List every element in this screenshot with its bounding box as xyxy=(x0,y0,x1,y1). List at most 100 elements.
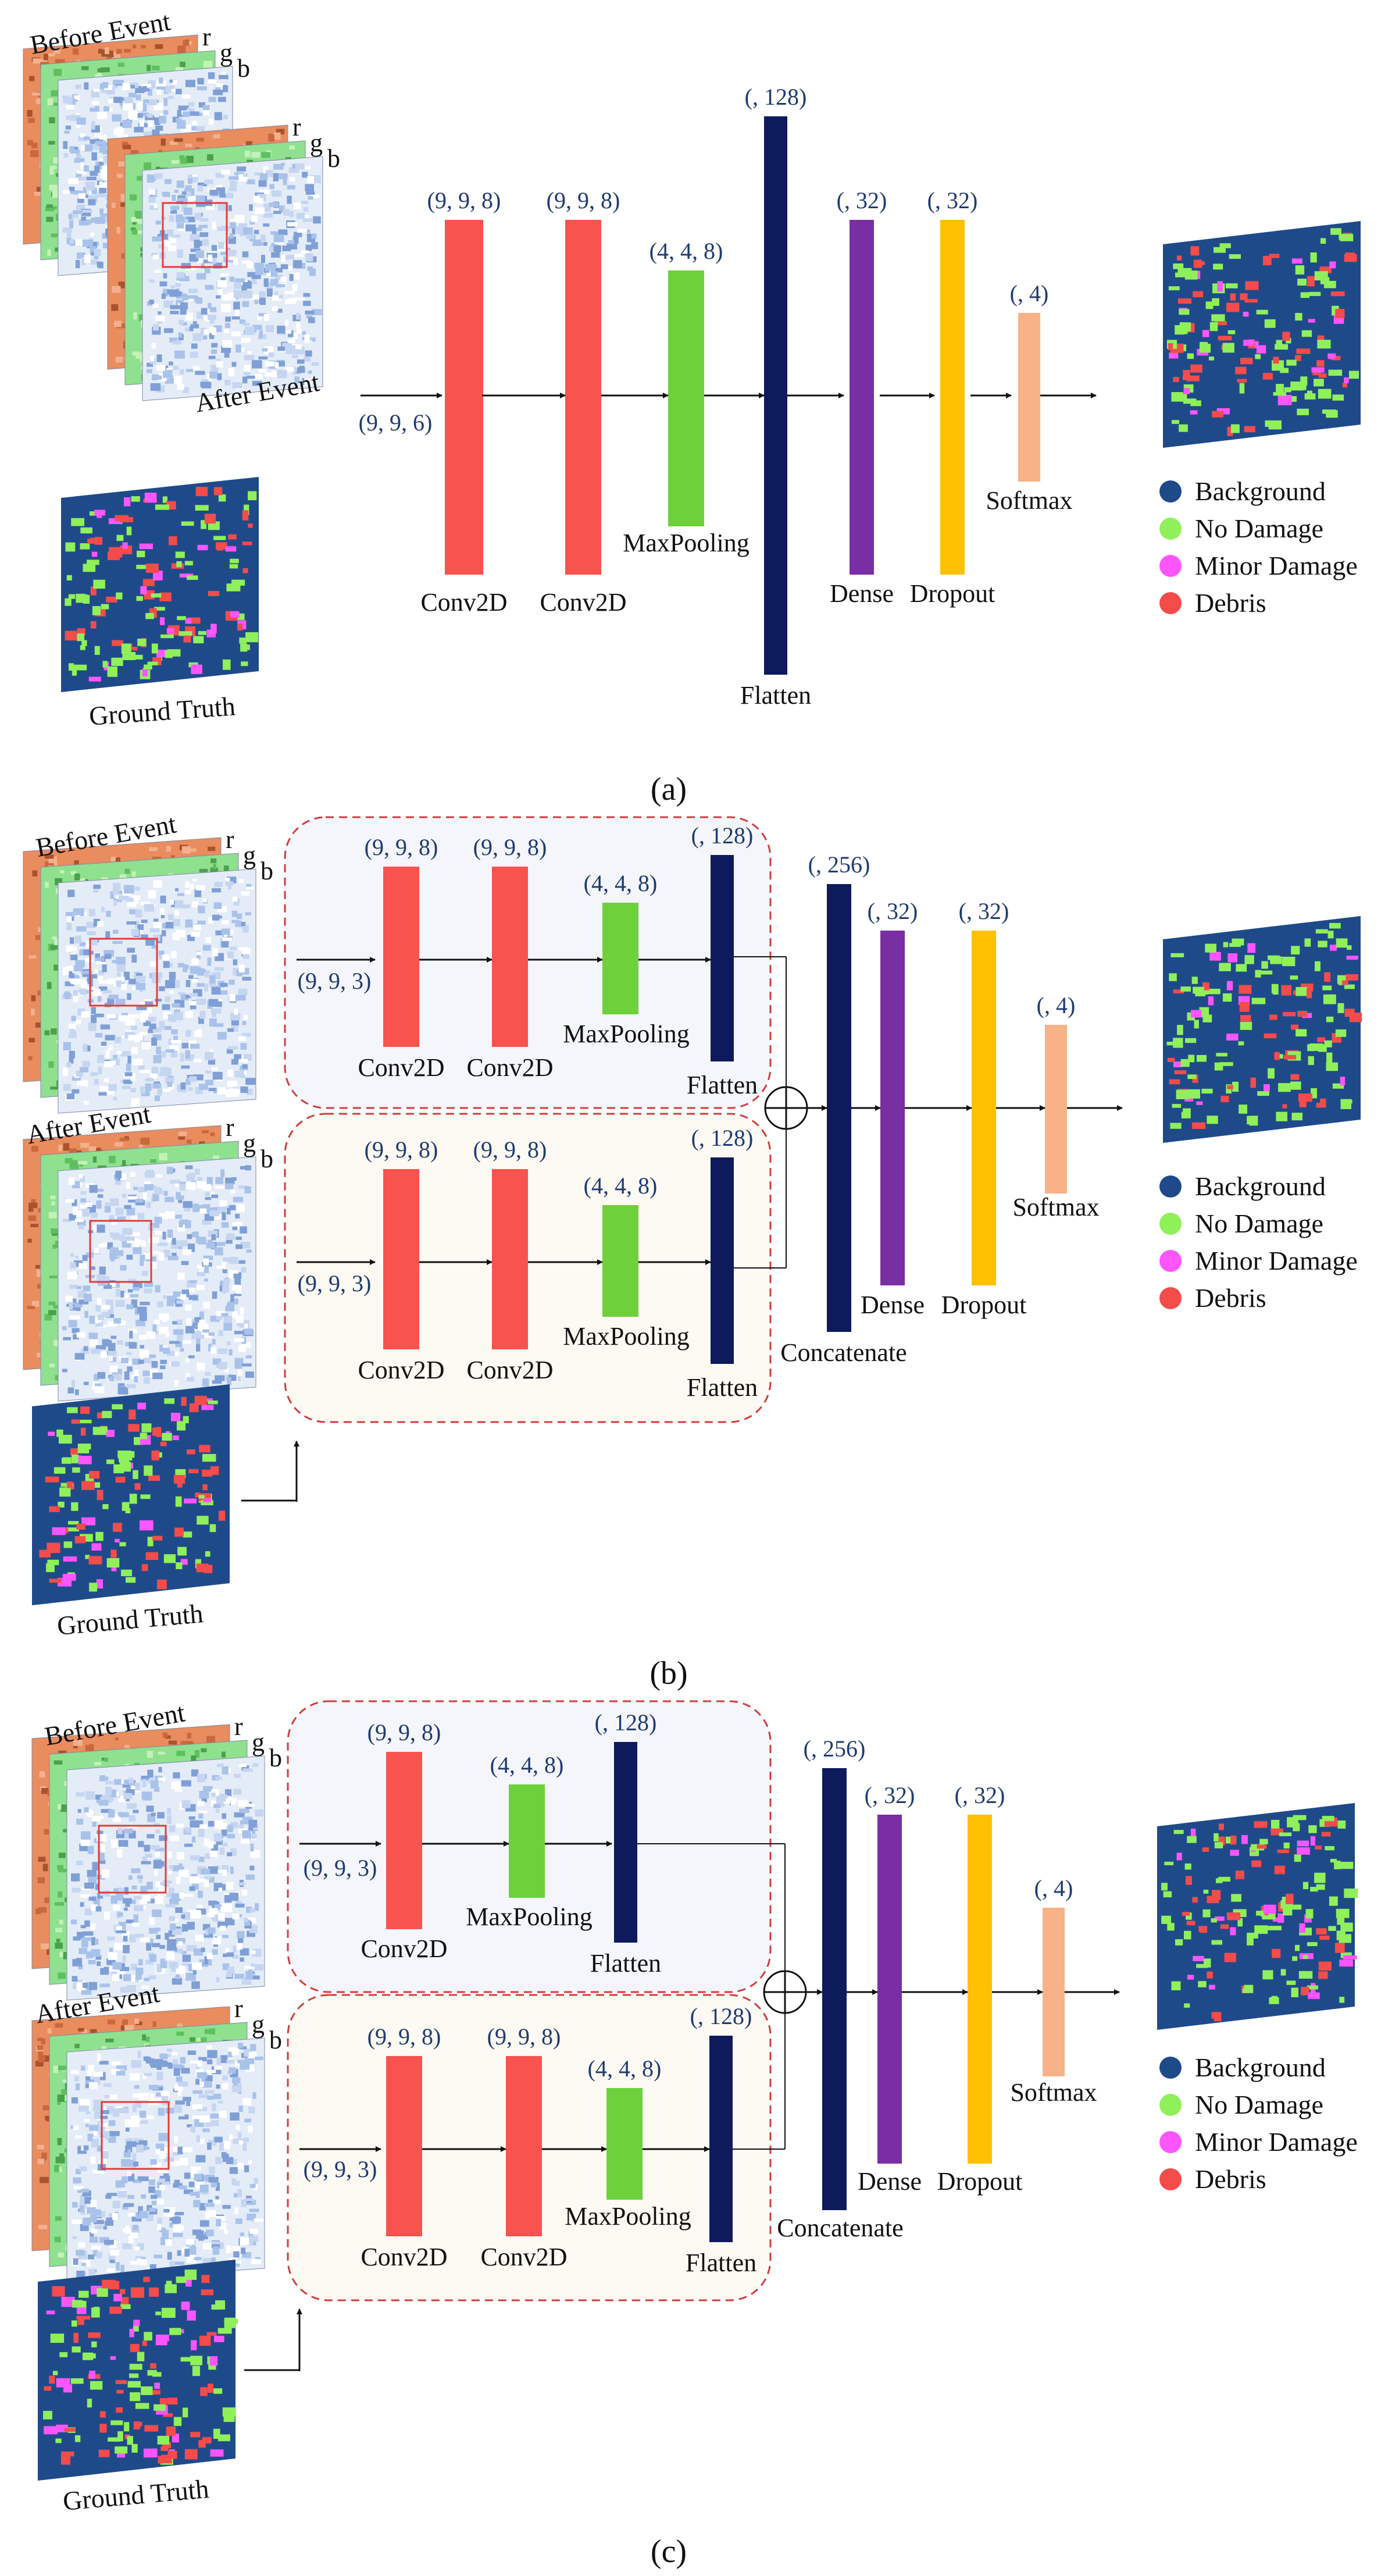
layer-block-flatten xyxy=(711,855,734,1061)
panel-b-after-stack-blue-channel-patch xyxy=(98,1244,104,1248)
panel-b-before-stack-blue-channel-patch xyxy=(220,982,228,987)
panel-a-before-stack-blue-channel-patch xyxy=(104,106,110,112)
panel-a-ground-truth-building xyxy=(244,504,249,515)
panel-b-after-stack-g-label: g xyxy=(243,1129,256,1157)
panel-b-after-stack-blue-channel-patch xyxy=(197,1237,206,1244)
panel-b-before-stack-blue-channel-patch xyxy=(135,975,146,983)
panel-b-before-stack-blue-channel-patch xyxy=(166,963,173,968)
panel-b-after-stack-blue-channel-patch xyxy=(226,1207,231,1215)
panel-b-after-stack-blue-channel-patch xyxy=(126,1384,136,1388)
panel-a-output-map-building xyxy=(1193,261,1205,265)
panel-b-before-stack-blue-channel-patch xyxy=(106,1014,116,1019)
panel-a-after-stack-blue-channel-patch xyxy=(187,195,196,201)
panel-b-ground-truth-building xyxy=(199,1445,210,1453)
panel-b-before-stack-blue-channel-patch xyxy=(101,1042,107,1046)
panel-c-before-stack-red-channel-patch xyxy=(42,1864,48,1872)
panel-a-before-stack-blue-channel-patch xyxy=(122,120,132,129)
panel-a-after-stack-blue-channel-patch xyxy=(242,251,249,258)
panel-b-after-stack-blue-channel-patch xyxy=(245,1165,252,1171)
panel-b-before-stack-blue-channel-patch xyxy=(208,917,214,924)
panel-b-output-map-building xyxy=(1274,1052,1280,1060)
panel-a-after-stack-blue-channel-patch xyxy=(271,370,280,377)
panel-a-output-map-building xyxy=(1311,367,1325,373)
panel-b-after-stack-red-channel-patch xyxy=(80,1142,90,1148)
panel-b-before-stack-blue-channel-patch xyxy=(135,972,143,977)
layer-block-flatten xyxy=(827,884,851,1332)
layer-block-dense xyxy=(850,220,874,575)
panel-a-before-stack-blue-channel-patch xyxy=(81,257,85,266)
panel-a-after-stack-blue-channel-patch xyxy=(201,382,212,389)
panel-a-before-stack-red-channel-patch xyxy=(106,51,114,58)
panel-a-after-stack-blue-channel-patch xyxy=(239,319,246,324)
panel-b-before-stack-red-channel-patch xyxy=(74,860,79,867)
panel-b-after-stack-blue-channel-patch xyxy=(241,1267,247,1273)
panel-b-before-stack-blue-channel-patch xyxy=(227,1069,233,1077)
panel-b-after-stack-red-channel-patch xyxy=(201,1130,209,1134)
panel-a-after-stack-blue-channel-patch xyxy=(222,340,233,348)
panel-b-output-map-building xyxy=(1278,1083,1291,1092)
panel-a-ground-truth-building xyxy=(80,527,92,534)
panel-a-ground-truth-building xyxy=(191,664,202,674)
panel-b-after-stack-blue-channel-patch xyxy=(224,1284,229,1291)
panel-a-ground-truth-building xyxy=(179,631,192,636)
panel-b-ground-truth-building xyxy=(78,1455,92,1465)
panel-b-after-stack-blue-channel-patch xyxy=(126,1207,135,1216)
panel-b-before-stack-blue-channel-patch xyxy=(97,996,102,1002)
panel-b-after-stack-blue-channel-patch xyxy=(83,1346,88,1351)
panel-a-before-stack-blue-channel-patch xyxy=(202,105,210,111)
panel-b-before-stack-blue-channel-patch xyxy=(162,1004,170,1010)
panel-a-output-map-building xyxy=(1173,376,1179,382)
panel-b-before-stack-blue-channel-patch xyxy=(190,1005,197,1010)
panel-b-after-stack-blue-channel-patch xyxy=(185,1358,190,1363)
panel-b-before-stack-blue-channel-patch xyxy=(66,915,72,923)
panel-b-output-map-building xyxy=(1283,1011,1296,1017)
panel-b-before-stack-blue-channel-patch xyxy=(142,1016,146,1022)
panel-b-output-map-building xyxy=(1227,1085,1233,1089)
panel-b-output-map-building xyxy=(1170,1123,1182,1129)
panel-a-after-stack-blue-channel-patch xyxy=(221,169,230,175)
panel-b-before-stack-blue-channel-patch xyxy=(116,1050,122,1054)
layer-shape-conv: (9, 9, 8) xyxy=(547,187,620,213)
panel-b-output-map-building xyxy=(1232,1081,1239,1092)
panel-b-output-map-building xyxy=(1187,1074,1197,1079)
panel-a-ground-truth-building xyxy=(187,575,198,580)
panel-b-before-stack-blue-channel-patch xyxy=(63,993,72,997)
panel-b-after-stack-blue-channel-patch xyxy=(119,1320,126,1326)
legend-label-0: Background xyxy=(1195,476,1326,506)
panel-a-ground-truth-building xyxy=(101,604,109,610)
panel-b-output-map-building xyxy=(1220,1096,1229,1102)
panel-b-before-stack-blue-channel-patch xyxy=(185,1011,193,1018)
legend-dot-0 xyxy=(1159,480,1182,503)
panel-b-before-stack-blue-channel-patch xyxy=(73,990,79,996)
panel-b-ground-truth-building xyxy=(92,1427,106,1435)
panel-b-after-stack-blue-channel-patch xyxy=(219,1280,224,1288)
panel-b-output-map-building xyxy=(1255,970,1261,978)
panel-a-before-stack-blue-channel-patch xyxy=(66,105,75,109)
panel-b-after-stack-blue-channel-patch xyxy=(178,1240,188,1247)
panel-a-after-stack-blue-channel-patch xyxy=(282,330,291,334)
panel-b-before-stack-blue-channel-patch xyxy=(194,889,202,897)
panel-a-after-stack-blue-channel-patch xyxy=(150,383,161,391)
panel-b-before-stack-blue-channel-patch xyxy=(145,1083,152,1091)
panel-a-after-stack-blue-channel-patch xyxy=(265,170,273,177)
panel-b-output-map-building xyxy=(1326,1016,1334,1022)
panel-b-before-stack-blue-channel-patch xyxy=(141,920,148,923)
panel-a-ground-truth-building xyxy=(93,579,105,589)
panel-b-after-stack-blue-channel-patch xyxy=(221,1313,229,1317)
panel-b-ground-truth-building xyxy=(140,1494,151,1499)
panel-b-after-stack-blue-channel-patch xyxy=(163,1249,170,1257)
panel-a-after-stack-blue-channel-patch xyxy=(283,209,290,216)
panel-b-before-stack-blue-channel-patch xyxy=(211,1067,218,1071)
panel-b-ground-truth-building xyxy=(80,1406,90,1414)
panel-b-after-stack-blue-channel-patch xyxy=(137,1306,147,1314)
panel-b-after-stack-blue-channel-patch xyxy=(124,1205,131,1209)
panel-b-after-stack-blue-channel-patch xyxy=(77,1220,86,1226)
panel-a-after-stack-blue-channel-patch xyxy=(235,278,245,283)
panel-b-output-map-building xyxy=(1173,1038,1183,1048)
panel-a-ground-truth-building xyxy=(102,661,108,668)
layer-block-dropout xyxy=(972,931,996,1285)
panel-a-ground-truth-building xyxy=(198,630,206,635)
panel-a-after-stack-blue-channel-patch xyxy=(259,173,268,180)
panel-a-after-stack-blue-channel-patch xyxy=(297,367,305,373)
panel-b-before-stack-blue-channel-patch xyxy=(145,1078,154,1082)
